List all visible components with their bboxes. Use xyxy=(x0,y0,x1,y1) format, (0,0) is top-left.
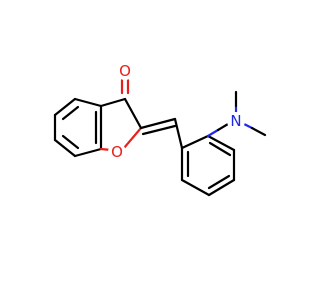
bond xyxy=(141,124,177,136)
bond xyxy=(73,147,103,158)
label-background xyxy=(116,62,134,80)
bond xyxy=(207,178,236,197)
furanone-ring xyxy=(99,97,143,152)
label-background xyxy=(108,143,126,161)
bond xyxy=(180,134,210,150)
atom-amine-nitrogen: N xyxy=(227,112,245,130)
bond xyxy=(173,117,184,150)
bond xyxy=(206,128,220,138)
bond xyxy=(207,174,231,190)
molecule-structure-diagram: O O N xyxy=(53,62,267,197)
bond xyxy=(242,122,254,130)
bond xyxy=(206,134,236,152)
bond xyxy=(180,178,211,197)
bond xyxy=(250,126,267,137)
bond xyxy=(61,105,80,121)
nitrogen-label: N xyxy=(230,112,241,130)
atom-ring-oxygen: O xyxy=(108,143,126,161)
exocyclic-double-bond xyxy=(139,117,184,150)
bond xyxy=(123,97,143,130)
bond xyxy=(139,117,177,130)
carbonyl-group xyxy=(120,78,130,95)
bond xyxy=(73,97,103,108)
bond xyxy=(53,138,77,158)
bond xyxy=(53,97,77,117)
bond xyxy=(99,97,127,108)
benzofuranone-benzene-ring xyxy=(53,97,103,158)
bond xyxy=(122,126,143,150)
oxygen-label: O xyxy=(119,62,131,80)
dimethylamino-group xyxy=(206,90,267,138)
bond xyxy=(216,122,230,132)
label-background xyxy=(227,112,245,130)
phenyl-ring xyxy=(180,134,236,197)
bond xyxy=(208,141,232,157)
oxygen-label: O xyxy=(111,143,123,161)
atom-carbonyl-oxygen: O xyxy=(116,62,134,80)
bond xyxy=(61,134,80,150)
